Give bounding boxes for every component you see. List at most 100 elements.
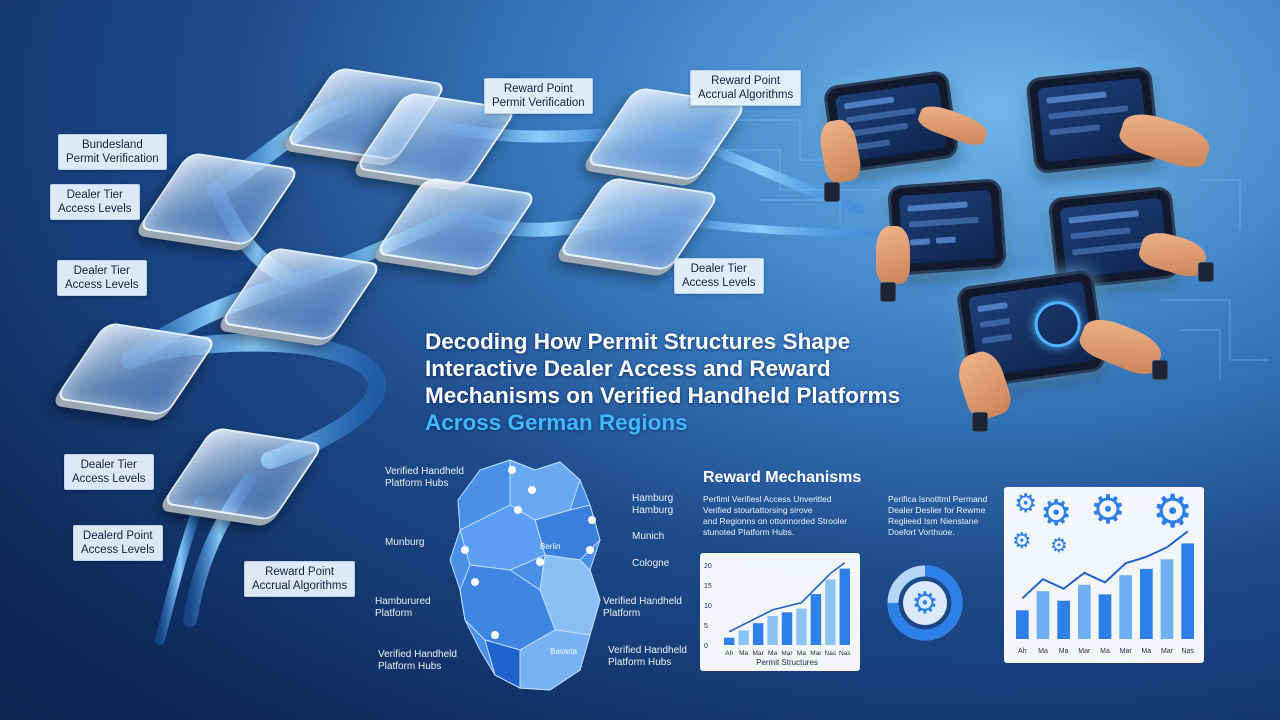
reward-heading: Reward Mechanisms [703,469,862,486]
watch [1198,262,1214,282]
tablet-screen [898,189,996,265]
text-line: stunoted Platform Hubs. [703,527,795,537]
label-line: Accrual Algorithms [698,89,794,101]
text-line: Dealer Deslier for Rewme [888,505,986,515]
x-tick-label: Mar [810,650,822,657]
x-tick-label: Mar [781,650,793,657]
map-label-hamburured: Hamburured Platform [375,596,431,620]
reward-text-right: Perifica Isnotltml Permand Dealer Deslie… [888,494,987,538]
location-pin [586,546,594,554]
map-label-munich: Munich [632,531,665,542]
location-pin [536,558,544,566]
map-label-berlin: Berlin [540,542,561,551]
label-line: Verified Handheld [603,596,682,607]
flow-label-dealer-tier-2: Dealer Tier Access Levels [57,260,147,296]
label-line: Access Levels [682,277,756,289]
bar [1078,584,1091,639]
label-line: Verified Handheld [385,466,464,477]
label-line: Dealer Tier [690,263,747,275]
x-tick-label: Ma [1038,648,1048,655]
germany-map [449,459,601,691]
title-accent-line: Across German Regions [425,410,688,435]
x-tick-label: Nas [839,650,851,657]
flow-label-reward-accrual-top: Reward Point Accrual Algorithms [690,70,802,106]
donut-chart: ⚙ [887,565,963,641]
bar [1036,591,1050,639]
y-tick-label: 10 [704,603,712,610]
donut-center [903,581,947,625]
text-line: Doefort Vorthuoe. [888,527,955,537]
map-label-cologne: Cologne [632,558,670,569]
watch [824,182,840,202]
x-tick-label: Mar [1120,648,1133,655]
text-line: Verified stourtattorsing sirove [703,505,813,515]
y-tick-label: 15 [704,583,712,590]
gear-icon: ⚙ [1050,535,1068,557]
y-tick-label: 0 [704,643,708,650]
page-title: Decoding How Permit Structures Shape Int… [425,328,965,436]
gear-icon: ⚙ [1040,492,1073,533]
bar [810,594,822,645]
flow-label-bundesland: Bundesland Permit Verification [58,134,167,170]
label-line: Bundesland [81,139,143,151]
gear-icon: ⚙ [912,586,939,621]
bar [1057,600,1070,639]
label-line: Platform [603,608,641,619]
location-pin [508,466,516,474]
label-line: Hamburg [632,505,674,516]
label-line: Dealer Tier [80,459,137,471]
bar [1140,568,1153,639]
label-line: Reward Point [711,75,781,87]
bar [839,568,850,645]
x-tick-label: Mar [1078,648,1091,655]
watch [880,282,896,302]
label-line: Reward Point [503,83,573,95]
bar [1016,610,1029,639]
x-tick-label: Nas [1181,648,1194,655]
location-pin [461,546,469,554]
hand [876,226,910,284]
map-region [519,629,591,691]
x-tick-label: Ma [1141,648,1151,655]
location-pin [528,486,536,494]
label-line: Access Levels [72,473,146,485]
trend-line [1021,530,1189,600]
donut-arc [887,565,963,641]
label-line: Access Levels [58,203,132,215]
label-line: Verified Handheld [378,649,457,660]
text-line: Perfiml Verifiesl Access Unveritled [703,494,832,504]
label-line: Platform [375,608,413,619]
label-line: Verified Handheld [608,645,687,656]
location-pin [588,516,596,524]
text-line: and Regionns on ottonnorded Strooler [703,516,848,526]
map-label-hamburg: Hamburg Hamburg [632,493,673,517]
watch [1152,360,1168,380]
x-tick-label: Nas [825,650,837,657]
flow-label-dealer-tier-1: Dealer Tier Access Levels [50,184,140,220]
bar [738,630,749,645]
title-line: Decoding How Permit Structures Shape [425,329,851,354]
label-line: Accrual Algorithms [252,580,348,592]
gear-icon: ⚙ [1152,485,1194,537]
bar [781,612,793,645]
flow-label-reward-verification: Reward Point Permit Verification [484,78,593,114]
title-line: Mechanisms on Verified Handheld Platform… [425,383,901,408]
label-line: Platform Hubs [378,661,442,672]
bar [767,615,778,645]
location-pin [491,631,499,639]
flow-label-dealerd-point: Dealerd Point Access Levels [73,525,163,561]
x-axis-label: Permit Structures [756,658,818,667]
x-tick-label: Ah [1018,648,1027,655]
label-line: Access Levels [81,544,155,556]
bar [724,637,735,645]
gear-icon: ⚙ [1014,488,1038,518]
label-line: Platform Hubs [385,478,449,489]
bar [825,579,836,645]
y-tick-label: 20 [704,563,712,570]
map-label-hubs-bottom-right: Verified Handheld Platform Hubs [608,645,687,669]
label-line: Dealer Tier [73,265,130,277]
text-line: Perifica Isnotltml Permand [888,494,988,504]
